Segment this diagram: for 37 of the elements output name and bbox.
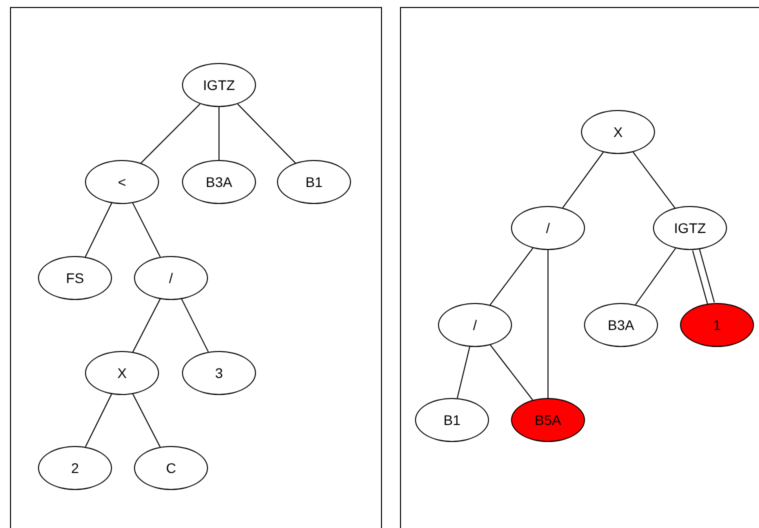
panel-frame	[400, 7, 759, 528]
tree-edge	[490, 248, 534, 306]
tree-edge	[692, 250, 708, 305]
panel-frame	[10, 7, 382, 528]
node-label: /	[169, 270, 173, 286]
tree-edge	[634, 248, 676, 306]
tree-edge	[698, 248, 715, 303]
tree-edge	[562, 152, 604, 208]
node-label: X	[117, 365, 127, 381]
node-label: B3A	[206, 174, 232, 190]
node-label: 1	[713, 317, 721, 333]
tree-edge	[218, 106, 220, 160]
tree-edge	[181, 298, 209, 352]
tree-edge	[132, 394, 161, 448]
tree-edge	[490, 344, 534, 400]
tree-edge	[84, 202, 112, 258]
tree-edge	[132, 202, 161, 258]
node-label: <	[118, 174, 126, 190]
tree-edge	[456, 346, 470, 399]
tree-edge	[237, 104, 296, 164]
node-label: X	[613, 124, 623, 140]
node-label: IGTZ	[203, 77, 235, 93]
node-label: B1	[305, 174, 323, 190]
node-label: B1	[443, 412, 461, 428]
node-label: 3	[215, 365, 223, 381]
node-label: /	[473, 317, 477, 333]
node-label: 2	[71, 460, 79, 476]
node-label: /	[546, 220, 550, 236]
tree-edge	[632, 152, 676, 208]
node-label: IGTZ	[674, 220, 706, 236]
node-label: B3A	[608, 317, 634, 333]
tree-edge	[84, 394, 112, 448]
tree-edge	[132, 298, 161, 352]
node-label: FS	[66, 270, 84, 286]
tree-edge	[140, 103, 201, 164]
node-label: C	[166, 460, 176, 476]
node-label: B5A	[534, 412, 562, 428]
